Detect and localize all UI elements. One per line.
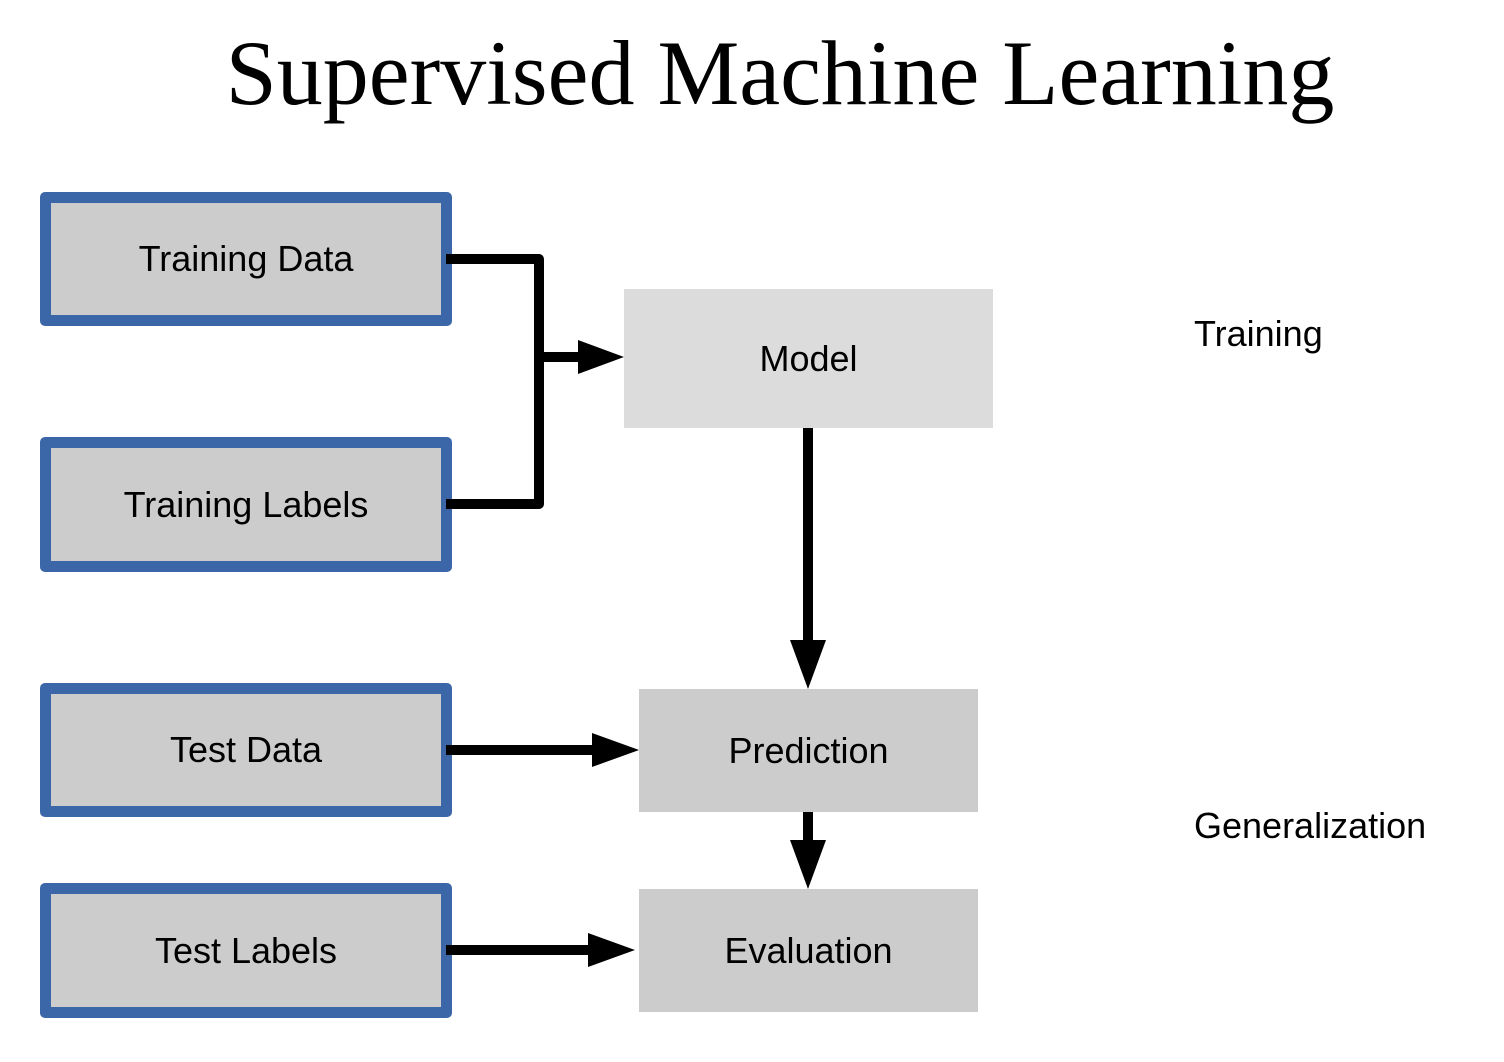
prediction-arrowhead-left bbox=[592, 733, 639, 767]
evaluation-arrowhead-top bbox=[790, 840, 826, 889]
training-data-label: Training Data bbox=[138, 238, 354, 279]
prediction-arrowhead-top bbox=[790, 640, 826, 689]
test-labels-box: Test Labels bbox=[40, 883, 452, 1018]
model-box: Model bbox=[624, 289, 993, 428]
evaluation-label: Evaluation bbox=[724, 929, 893, 971]
model-label: Model bbox=[759, 337, 858, 379]
test-data-box: Test Data bbox=[40, 683, 452, 817]
test-data-label: Test Data bbox=[169, 729, 323, 770]
evaluation-arrowhead-left bbox=[588, 933, 635, 967]
generalization-stage-label: Generalization bbox=[1194, 805, 1427, 846]
prediction-label: Prediction bbox=[728, 729, 889, 771]
evaluation-box: Evaluation bbox=[639, 889, 978, 1012]
training-stage-label: Training bbox=[1194, 313, 1323, 354]
model-arrowhead bbox=[578, 340, 624, 374]
test-labels-label: Test Labels bbox=[154, 929, 338, 971]
diagram-title: Supervised Machine Learning bbox=[225, 22, 1335, 124]
prediction-box: Prediction bbox=[639, 689, 978, 812]
training-labels-label: Training Labels bbox=[123, 483, 369, 525]
training-merge-connector bbox=[446, 254, 544, 509]
training-data-box: Training Data bbox=[40, 192, 452, 326]
